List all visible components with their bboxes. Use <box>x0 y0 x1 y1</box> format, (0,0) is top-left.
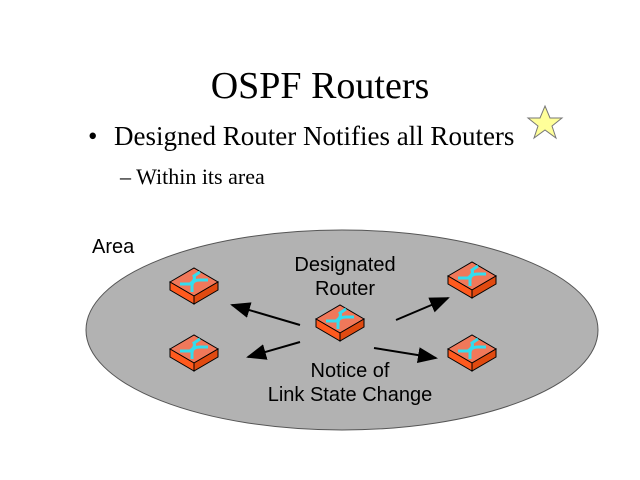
slide-title: OSPF Routers <box>210 65 430 107</box>
notice-label-line2: Link State Change <box>267 384 433 406</box>
bullet-marker: • <box>88 121 98 151</box>
designated-label-line2: Router <box>314 278 376 300</box>
bullet-item: • Designed Router Notifies all Routers <box>88 121 514 152</box>
notice-label-line1: Notice of <box>310 360 390 382</box>
arrow-icon <box>373 347 438 364</box>
star-icon <box>526 104 564 140</box>
sub-bullet-text: – Within its area <box>120 164 265 189</box>
arrow-icon <box>395 297 450 321</box>
arrow-icon <box>230 302 301 326</box>
designated-label-line1: Designated <box>294 254 396 276</box>
bullet-text: Designed Router Notifies all Routers <box>114 121 515 151</box>
area-label: Area <box>92 236 135 258</box>
arrow-icon <box>246 341 301 360</box>
